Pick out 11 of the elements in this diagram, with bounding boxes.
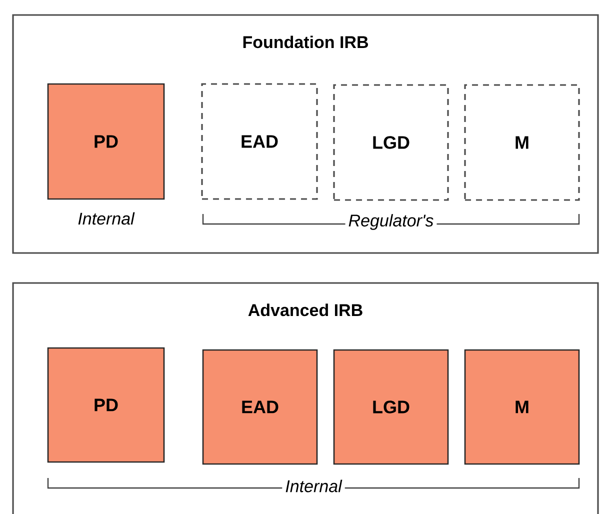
- parameter-box: M: [464, 84, 580, 201]
- parameter-box: EAD: [202, 349, 318, 465]
- node-label: Internal: [78, 212, 135, 225]
- parameter-box: LGD: [333, 84, 449, 201]
- bracket-label: Regulator's: [345, 211, 437, 233]
- parameter-box: M: [464, 349, 580, 465]
- parameter-box: PD: [47, 347, 165, 463]
- parameter-box: PD: [47, 83, 165, 200]
- bracket-label: Internal: [282, 476, 345, 496]
- parameter-box: EAD: [201, 83, 318, 200]
- parameter-box: LGD: [333, 349, 449, 465]
